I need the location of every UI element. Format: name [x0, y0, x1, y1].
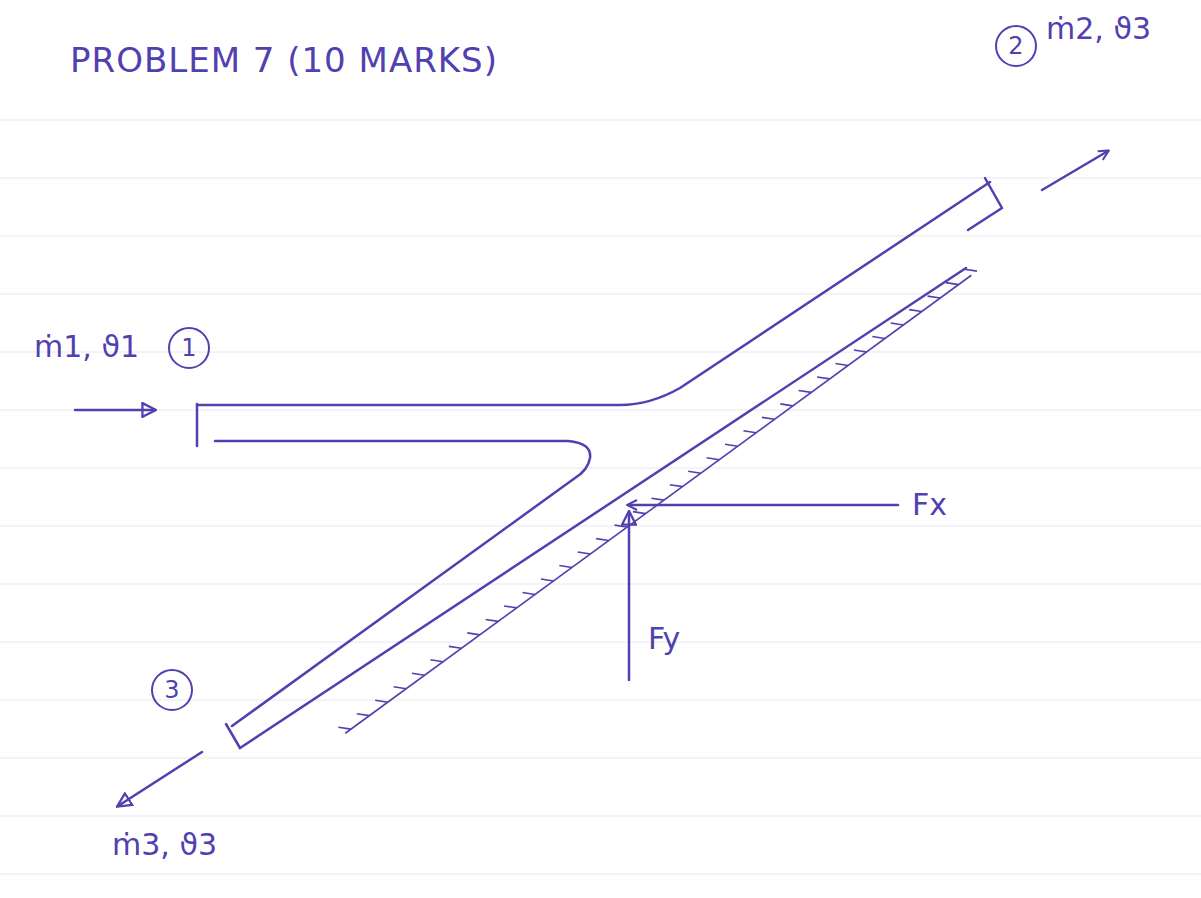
- hatch-stroke: [633, 512, 646, 514]
- hatch-stroke: [928, 296, 941, 298]
- hatch-stroke: [780, 404, 793, 406]
- hatch-stroke: [467, 633, 480, 635]
- hatch-edge: [345, 275, 971, 733]
- flow-quantity: ṁ3, ϑ3: [112, 828, 217, 861]
- problem-title: PROBLEM 7 (10 MARKS): [70, 42, 498, 79]
- hatch-stroke: [670, 485, 683, 487]
- hatch-stroke: [946, 283, 959, 285]
- hatch-stroke: [578, 552, 591, 554]
- ruled-lines: [0, 120, 1201, 874]
- hatch-stroke: [394, 687, 407, 689]
- pipe-walls: [197, 178, 1002, 748]
- hatch-stroke: [891, 323, 904, 325]
- hatch-stroke: [449, 646, 462, 648]
- hatch-stroke: [504, 606, 517, 608]
- hatch-stroke: [430, 660, 443, 662]
- hatch-stroke: [523, 592, 536, 594]
- station-number: 3: [164, 678, 179, 702]
- hatch-stroke: [762, 417, 775, 419]
- hatch-stroke: [872, 337, 885, 339]
- flow-quantity: ṁ1, ϑ1: [34, 330, 139, 363]
- hatch-stroke: [357, 714, 370, 716]
- hatch-stroke: [817, 377, 830, 379]
- hatch-stroke: [541, 579, 554, 581]
- hatch-stroke: [964, 269, 977, 271]
- hatch-stroke: [836, 363, 849, 365]
- hatch-stroke: [596, 539, 609, 541]
- hatch-stroke: [909, 310, 922, 312]
- flow-quantity: ṁ2, ϑ3: [1046, 12, 1151, 45]
- hatch-stroke: [743, 431, 756, 433]
- hatch-stroke: [486, 619, 499, 621]
- hatch-stroke: [688, 471, 701, 473]
- station-number: 1: [181, 336, 196, 360]
- arrows: [75, 151, 1108, 806]
- hatch-stroke: [854, 350, 867, 352]
- hatch-stroke: [799, 390, 812, 392]
- hatch-stroke: [725, 444, 738, 446]
- hatch-stroke: [707, 458, 720, 460]
- hatch-stroke: [338, 727, 351, 729]
- hatch-stroke: [615, 525, 628, 527]
- force-label: Fy: [648, 622, 680, 655]
- hatch-stroke: [559, 566, 572, 568]
- hatching: [338, 269, 977, 733]
- station-circle: 1: [168, 327, 210, 369]
- station-circle: 2: [995, 25, 1037, 67]
- force-label: Fx: [912, 488, 947, 521]
- hatch-stroke: [375, 700, 388, 702]
- hatch-stroke: [651, 498, 664, 500]
- hatch-stroke: [412, 673, 425, 675]
- station-number: 2: [1008, 34, 1023, 58]
- station-circle: 3: [151, 669, 193, 711]
